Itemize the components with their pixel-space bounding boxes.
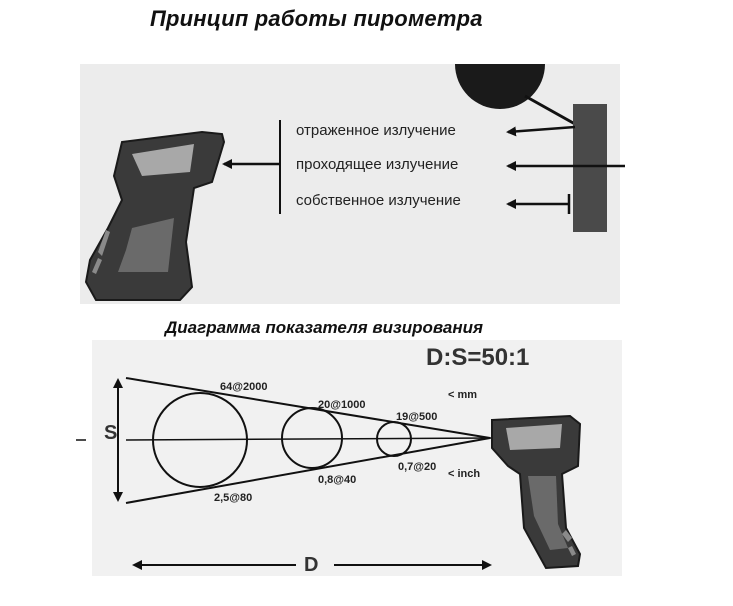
spot-circle-medium (281, 407, 343, 469)
transmitted-radiation-label: проходящее излучение (296, 156, 459, 173)
sub-title: Диаграмма показателя визирования (165, 318, 484, 337)
reflected-radiation-label: отраженное излучение (296, 122, 456, 139)
ratio-label: D:S=50:1 (426, 344, 530, 371)
inch-unit-label: < inch (448, 468, 481, 480)
spot-inch-label-2: 0,8@40 (318, 474, 357, 486)
emitted-radiation-label: собственное излучение (296, 192, 461, 209)
cone-lower-line (125, 437, 491, 504)
pyrometer-gun-top (84, 130, 226, 301)
spot-circle-large (152, 392, 248, 488)
d-label: D (304, 554, 319, 576)
spot-mm-label-1: 64@2000 (220, 381, 268, 393)
pyrometer-gun-bottom (491, 414, 582, 570)
s-label: S (104, 422, 118, 444)
spot-inch-label-1: 2,5@80 (214, 492, 253, 504)
main-title: Принцип работы пирометра (150, 6, 483, 31)
spot-mm-label-2: 20@1000 (318, 399, 366, 411)
reflection-incident-line (524, 94, 576, 126)
reflected-arrow (506, 125, 576, 137)
mm-unit-label: < mm (448, 389, 478, 401)
spot-inch-label-3: 0,7@20 (398, 461, 437, 473)
spot-circle-small (376, 421, 412, 457)
spot-mm-label-3: 19@500 (396, 411, 438, 423)
radiation-source-sphere (455, 64, 545, 109)
target-object (573, 104, 607, 232)
cone-axis-line (125, 437, 493, 441)
